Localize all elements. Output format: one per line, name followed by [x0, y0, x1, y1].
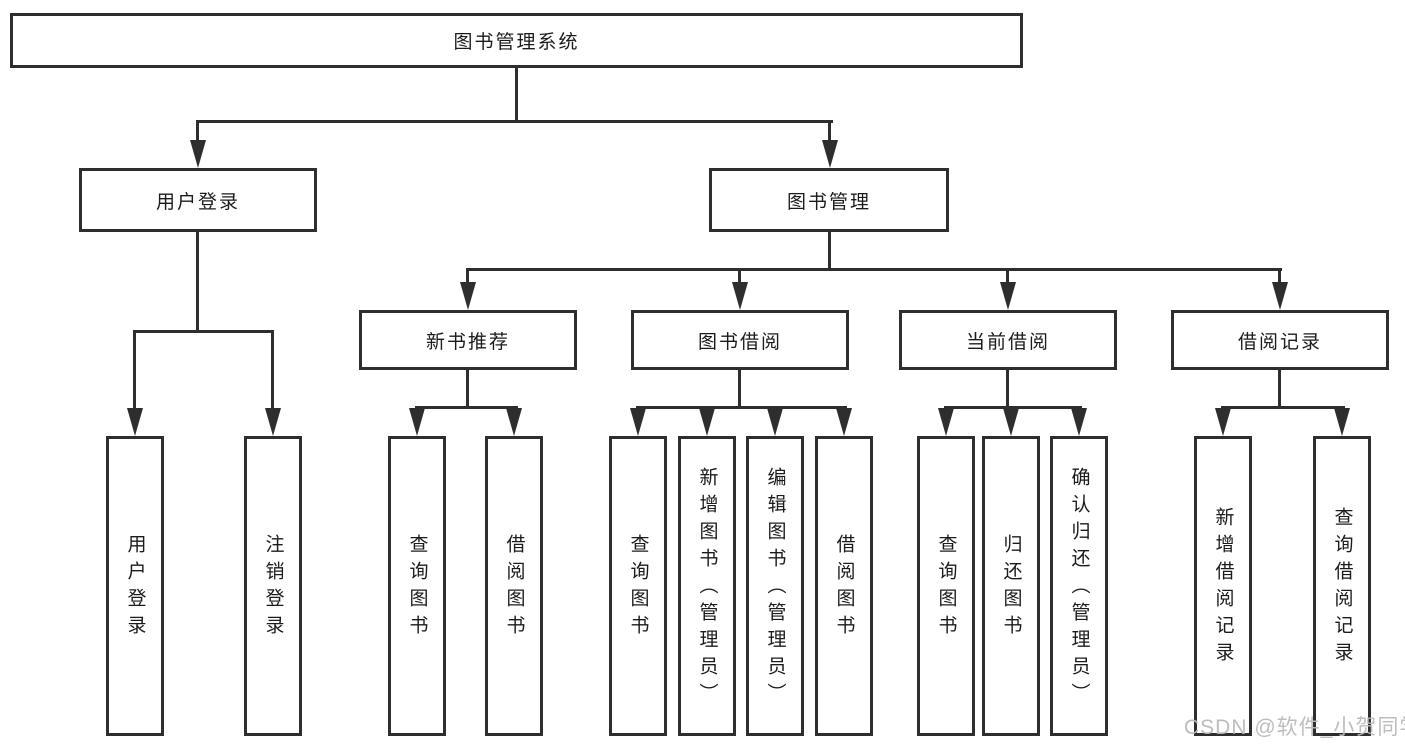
node-label: 借阅记录: [1237, 331, 1322, 353]
node-label: 借阅图书: [503, 534, 525, 642]
node-user-login: 用户登录: [79, 168, 317, 232]
arrow-down-icon: [1334, 408, 1350, 436]
node-book-borrowing: 图书借阅: [631, 310, 849, 370]
node-label: 查询图书: [935, 534, 957, 642]
arrow-down-icon: [836, 408, 852, 436]
node-label: 查询图书: [627, 534, 649, 642]
leaf-borrow-books-recommend: 借阅图书: [485, 436, 543, 736]
connector-group-crossbar: [1221, 406, 1345, 409]
node-label: 查询图书: [406, 534, 428, 642]
node-label: 查询借阅记录: [1331, 507, 1353, 669]
connector-group-stem: [1278, 370, 1281, 406]
connector-level2-crossbar: [196, 120, 833, 123]
node-label: 当前借阅: [965, 331, 1050, 353]
node-book-management: 图书管理: [709, 168, 949, 232]
node-label: 归还图书: [1000, 534, 1022, 642]
leaf-query-borrow-record: 查询借阅记录: [1313, 436, 1371, 736]
leaf-user-login: 用户登录: [106, 436, 164, 736]
node-label: 注销登录: [262, 534, 284, 642]
leaf-query-books-borrow: 查询图书: [609, 436, 667, 736]
connector-user-login-crossbar: [133, 330, 274, 333]
connector-drop-leaf: [271, 330, 274, 410]
arrow-down-icon: [822, 140, 838, 168]
node-label: 图书借阅: [697, 331, 782, 353]
arrow-down-icon: [409, 408, 425, 436]
leaf-logout: 注销登录: [244, 436, 302, 736]
node-label: 确认归还（管理员）: [1068, 466, 1090, 710]
csdn-watermark: CSDN @软件_小贺同学: [1184, 716, 1405, 739]
arrow-down-icon: [699, 408, 715, 436]
arrow-down-icon: [767, 408, 783, 436]
connector-root-stem: [515, 68, 518, 120]
arrow-down-icon: [630, 408, 646, 436]
node-new-book-recommendation: 新书推荐: [359, 310, 577, 370]
connector-level3-crossbar: [466, 268, 1282, 271]
arrow-down-icon: [506, 408, 522, 436]
connector-drop-new-book: [466, 268, 469, 284]
node-label: 新增借阅记录: [1212, 507, 1234, 669]
node-label: 借阅图书: [833, 534, 855, 642]
connector-book-management-stem: [828, 232, 831, 268]
node-label: 用户登录: [124, 534, 146, 642]
leaf-add-books-admin: 新增图书（管理员）: [678, 436, 736, 736]
leaf-borrow-books: 借阅图书: [815, 436, 873, 736]
leaf-edit-books-admin: 编辑图书（管理员）: [746, 436, 804, 736]
node-borrowing-records: 借阅记录: [1171, 310, 1389, 370]
connector-drop-user-login: [196, 120, 199, 142]
node-label: 图书管理: [786, 191, 871, 213]
leaf-add-borrow-record: 新增借阅记录: [1194, 436, 1252, 736]
arrow-down-icon: [460, 282, 476, 310]
connector-drop-book-borrow: [738, 268, 741, 284]
node-library-management-system: 图书管理系统: [10, 13, 1023, 68]
connector-group-stem: [1006, 370, 1009, 406]
leaf-query-books-recommend: 查询图书: [388, 436, 446, 736]
arrow-down-icon: [1071, 408, 1087, 436]
connector-group-crossbar: [944, 406, 1082, 409]
arrow-down-icon: [1003, 408, 1019, 436]
connector-group-crossbar: [415, 406, 518, 409]
arrow-down-icon: [127, 408, 143, 436]
arrow-down-icon: [732, 282, 748, 310]
arrow-down-icon: [938, 408, 954, 436]
connector-group-stem: [738, 370, 741, 406]
arrow-down-icon: [265, 408, 281, 436]
arrow-down-icon: [1215, 408, 1231, 436]
connector-group-crossbar: [636, 406, 847, 409]
node-label: 新书推荐: [425, 331, 510, 353]
connector-drop-current-borrow: [1006, 268, 1009, 284]
leaf-return-books: 归还图书: [982, 436, 1040, 736]
arrow-down-icon: [190, 140, 206, 168]
node-label: 用户登录: [155, 191, 240, 213]
connector-drop-leaf: [133, 330, 136, 410]
arrow-down-icon: [1000, 282, 1016, 310]
connector-user-login-stem: [196, 232, 199, 330]
connector-group-stem: [466, 370, 469, 406]
leaf-confirm-return-admin: 确认归还（管理员）: [1050, 436, 1108, 736]
node-label: 编辑图书（管理员）: [764, 466, 786, 710]
connector-drop-borrow-records: [1278, 268, 1281, 284]
leaf-query-books-current: 查询图书: [917, 436, 975, 736]
node-label: 图书管理系统: [453, 32, 580, 53]
node-label: 新增图书（管理员）: [696, 466, 718, 710]
connector-drop-book-management: [828, 120, 831, 142]
arrow-down-icon: [1272, 282, 1288, 310]
node-current-borrowing: 当前借阅: [899, 310, 1117, 370]
